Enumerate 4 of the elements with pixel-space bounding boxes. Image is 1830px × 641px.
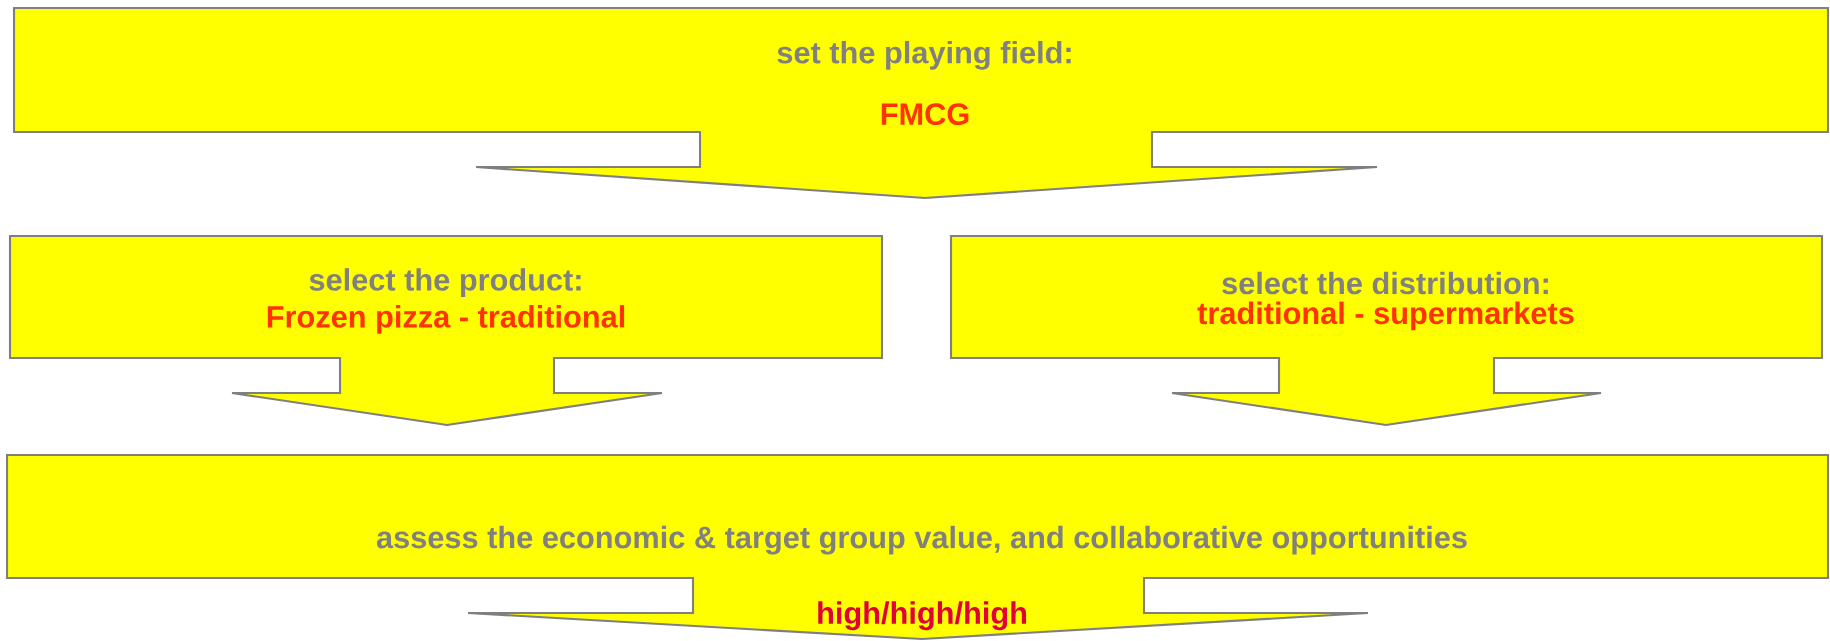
callout-arrow-box: select the product: Frozen pizza - traditional bbox=[8, 234, 884, 427]
callout-arrow-box: assess the economic & target group value, and collaborative opportunities high/high/high bbox=[5, 453, 1830, 641]
callout-arrow-box: select the distribution: traditional - supermarkets bbox=[949, 234, 1824, 427]
callout-arrow-box: set the playing field: FMCG bbox=[12, 6, 1830, 200]
